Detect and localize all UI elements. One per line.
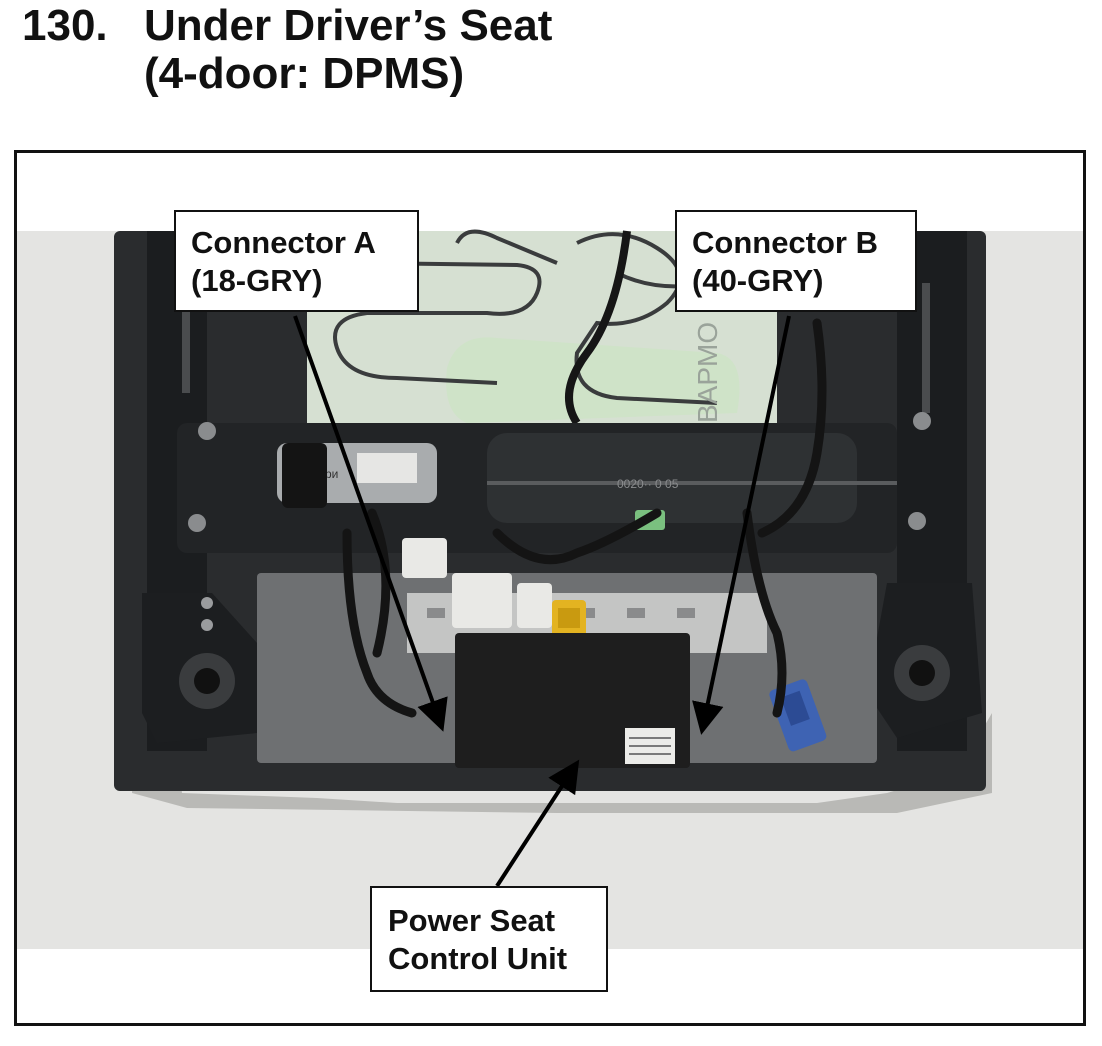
connector-a-photo [452,573,512,628]
connector-b-label: Connector B [692,225,878,260]
control-unit-label-line-1: Power Seat [388,903,556,938]
rail-print: 0020·· 0 05 [617,477,679,491]
connector-a-label: Connector A [191,225,376,260]
figure-frame: BAPMO 0020·· 0 05 Ари [14,150,1086,1026]
callout-arrows [293,315,791,888]
wire-harness-center [565,230,631,426]
figure-title-line-1: Under Driver’s Seat [144,1,553,50]
seat-underside-photo: BAPMO 0020·· 0 05 Ари [17,229,1083,949]
figure-title: 130. Under Driver’s Seat (4-door: DPMS) [22,2,552,98]
control-unit-arrow [495,759,580,888]
wire-harness [342,318,827,718]
connector-white-2 [517,583,552,628]
connector-a-arrow [293,315,448,732]
connector-b-callout: Connector B (40-GRY) [675,210,917,312]
connector-b-spec: (40-GRY) [692,263,824,298]
seat-cushion-trim [132,713,992,813]
foam-print: BAPMO [692,322,723,423]
right-rail-slot [922,283,930,413]
control-unit-callout: Power Seat Control Unit [370,886,608,992]
figure-title-line-2: (4-door: DPMS) [144,49,465,98]
motor-label [357,453,417,483]
connector-a-callout: Connector A (18-GRY) [174,210,419,312]
cross-bar-rib [487,433,857,523]
motor-connector [282,443,327,508]
left-rail-slot [182,273,190,393]
connector-b-arrow [692,315,791,735]
connector-a-spec: (18-GRY) [191,263,323,298]
connector-white-3 [402,538,447,578]
figure-number: 130. [22,1,108,50]
control-unit-label-line-2: Control Unit [388,941,568,976]
